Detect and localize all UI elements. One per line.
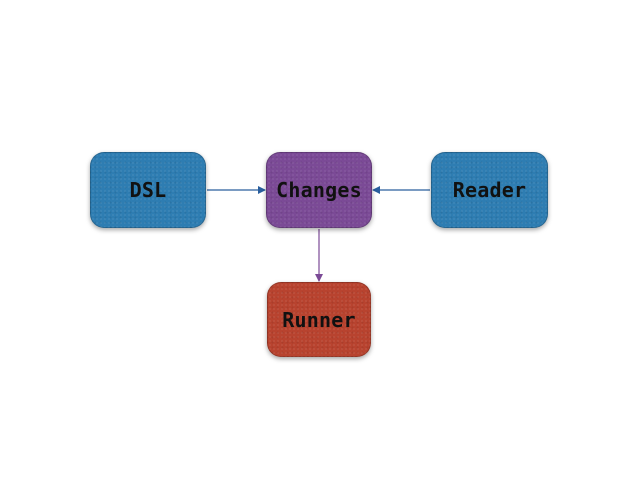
node-runner: Runner	[267, 282, 371, 357]
node-changes: Changes	[266, 152, 372, 228]
node-runner-label: Runner	[282, 307, 356, 332]
node-dsl: DSL	[90, 152, 206, 228]
node-changes-label: Changes	[276, 178, 362, 202]
node-reader-label: Reader	[452, 178, 527, 202]
node-dsl-label: DSL	[129, 178, 167, 202]
node-reader: Reader	[431, 152, 548, 228]
